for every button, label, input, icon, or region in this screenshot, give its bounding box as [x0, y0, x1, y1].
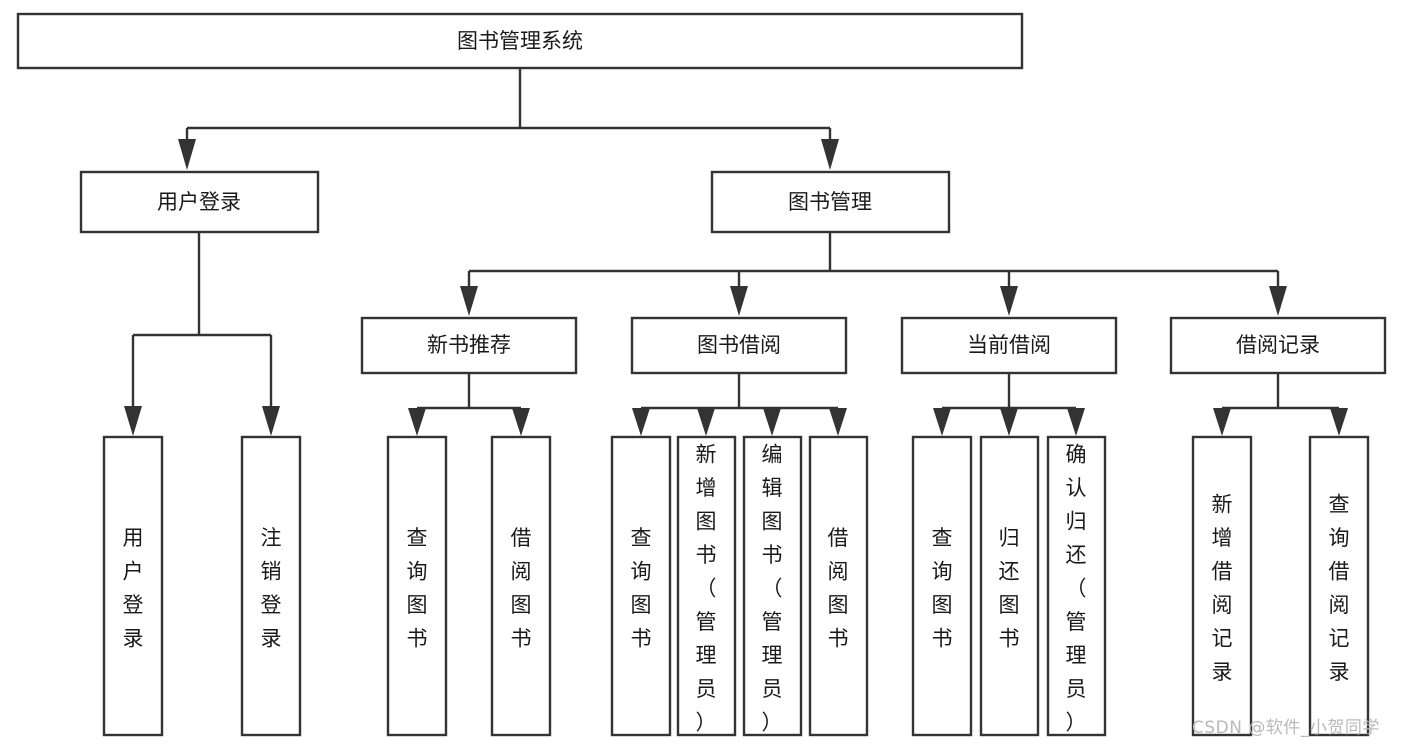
node-leaf-9-box[interactable] — [911, 435, 973, 737]
node-leaf-9-label: 查询图书 — [932, 526, 953, 651]
node-leaf-6-label: 新增图书（管理员） — [696, 442, 717, 734]
node-leaf-11-box[interactable] — [1046, 435, 1107, 737]
node-leaf-2-box[interactable] — [240, 435, 302, 737]
arrow-head-icon — [262, 406, 280, 436]
node-leaf-11-label: 确认归还（管理员） — [1066, 442, 1087, 734]
node-bookmgmt-box[interactable] — [710, 170, 951, 234]
arrow-head-icon — [730, 286, 748, 316]
arrow-head-icon — [697, 408, 715, 436]
arrow-head-icon — [460, 286, 478, 316]
node-leaf-6[interactable]: 新增图书（管理员） — [676, 435, 737, 737]
node-records-label: 借阅记录 — [1236, 333, 1320, 357]
node-leaf-2[interactable]: 注销登录 — [240, 435, 302, 737]
node-leaf-9[interactable]: 查询图书 — [911, 435, 973, 737]
arrow-head-icon — [821, 139, 839, 170]
node-leaf-12[interactable]: 新增借阅记录 — [1191, 435, 1253, 737]
node-root-box[interactable] — [16, 12, 1024, 70]
node-leaf-4[interactable]: 借阅图书 — [490, 435, 552, 737]
node-leaf-10[interactable]: 归还图书 — [979, 435, 1040, 737]
node-bookmgmt-label: 图书管理 — [788, 190, 872, 214]
node-leaf-8-label: 借阅图书 — [828, 526, 849, 651]
node-leaf-13-label: 查询借阅记录 — [1329, 493, 1350, 685]
node-leaf-12-box[interactable] — [1191, 435, 1253, 737]
node-leaf-6-box[interactable] — [676, 435, 737, 737]
node-current-label: 当前借阅 — [967, 333, 1051, 357]
arrow-head-icon — [829, 408, 847, 436]
node-leaf-1-label: 用户登录 — [123, 526, 144, 651]
node-leaf-3-box[interactable] — [386, 435, 448, 737]
node-leaf-5-label: 查询图书 — [631, 526, 652, 651]
node-newbook[interactable]: 新书推荐 — [360, 316, 578, 375]
node-login[interactable]: 用户登录 — [79, 170, 320, 234]
node-leaf-2-label: 注销登录 — [261, 526, 282, 651]
node-root-label: 图书管理系统 — [457, 29, 583, 53]
arrow-head-icon — [124, 406, 142, 436]
arrow-head-icon — [1269, 286, 1287, 316]
arrow-head-icon — [408, 408, 426, 436]
node-records-box[interactable] — [1169, 316, 1387, 375]
node-leaf-1[interactable]: 用户登录 — [102, 435, 164, 737]
node-leaf-11[interactable]: 确认归还（管理员） — [1046, 435, 1107, 737]
node-current[interactable]: 当前借阅 — [900, 316, 1118, 375]
node-leaf-8[interactable]: 借阅图书 — [808, 435, 869, 737]
node-leaf-4-label: 借阅图书 — [511, 526, 532, 651]
node-leaf-4-box[interactable] — [490, 435, 552, 737]
arrow-head-icon — [512, 408, 530, 436]
node-login-box[interactable] — [79, 170, 320, 234]
arrow-head-icon — [1000, 286, 1018, 316]
node-newbook-box[interactable] — [360, 316, 578, 375]
node-records[interactable]: 借阅记录 — [1169, 316, 1387, 375]
node-leaf-1-box[interactable] — [102, 435, 164, 737]
node-newbook-label: 新书推荐 — [427, 333, 511, 357]
node-borrow-label: 图书借阅 — [697, 333, 781, 357]
node-current-box[interactable] — [900, 316, 1118, 375]
node-login-label: 用户登录 — [157, 190, 241, 214]
node-leaf-5-box[interactable] — [610, 435, 672, 737]
node-leaf-12-label: 新增借阅记录 — [1212, 493, 1233, 685]
node-leaf-7[interactable]: 编辑图书（管理员） — [742, 435, 803, 737]
node-leaf-5[interactable]: 查询图书 — [610, 435, 672, 737]
node-leaf-3-label: 查询图书 — [407, 526, 428, 651]
node-leaf-8-box[interactable] — [808, 435, 869, 737]
arrow-head-icon — [1067, 408, 1085, 436]
node-borrow[interactable]: 图书借阅 — [630, 316, 848, 375]
arrow-head-icon — [1213, 408, 1231, 436]
node-bookmgmt[interactable]: 图书管理 — [710, 170, 951, 234]
node-leaf-13-box[interactable] — [1308, 435, 1370, 737]
arrow-head-icon — [1330, 408, 1348, 436]
arrow-head-icon — [178, 139, 196, 170]
arrow-head-icon — [1000, 408, 1018, 436]
arrow-head-icon — [632, 408, 650, 436]
arrow-head-icon — [933, 408, 951, 436]
connector-layer — [124, 68, 1348, 436]
node-borrow-box[interactable] — [630, 316, 848, 375]
node-leaf-7-box[interactable] — [742, 435, 803, 737]
node-leaf-10-label: 归还图书 — [999, 526, 1020, 651]
node-leaf-3[interactable]: 查询图书 — [386, 435, 448, 737]
arrow-head-icon — [763, 408, 781, 436]
node-leaf-10-box[interactable] — [979, 435, 1040, 737]
node-leaf-7-label: 编辑图书（管理员） — [762, 442, 783, 734]
node-root[interactable]: 图书管理系统 — [16, 12, 1024, 70]
node-leaf-13[interactable]: 查询借阅记录 — [1308, 435, 1370, 737]
